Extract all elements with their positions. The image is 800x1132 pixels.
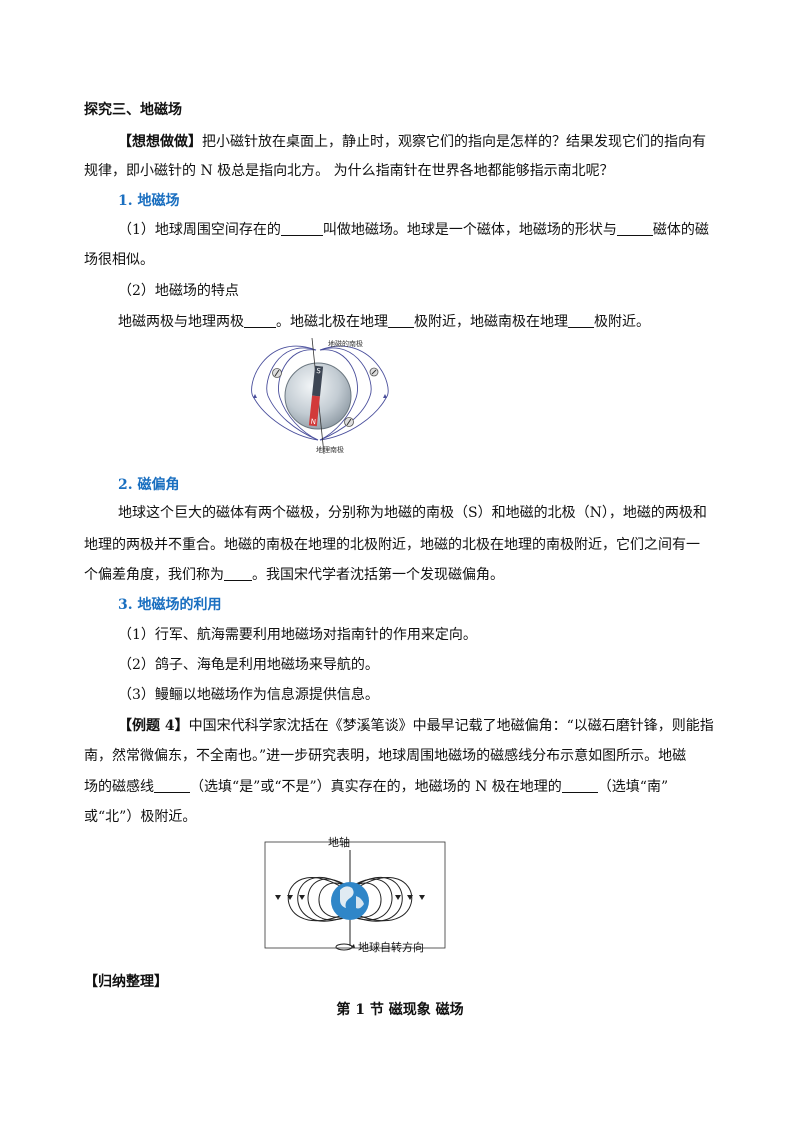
- summary-heading: 【归纳整理】: [84, 974, 168, 990]
- arrow-marks: [275, 895, 425, 900]
- p3: 地磁两极与地理两极 。地磁北极在地理 极附近，地磁南极在地理 极附近。: [118, 311, 758, 333]
- p4-line2: 地理的两极并不重合。地磁的南极在地理的北极附近，地磁的北极在地理的南极附近，它们…: [84, 537, 700, 553]
- blank-3: [244, 313, 276, 328]
- example-line4: 或“北”）极附近。: [84, 809, 197, 825]
- heading-uses: 3. 地磁场的利用: [118, 597, 222, 613]
- example-text-3a: 场的磁感线: [84, 779, 154, 795]
- blank-4: [388, 313, 414, 328]
- blank-7: [154, 778, 190, 793]
- use-item: （2）鸽子、海龟是利用地磁场来导航的。: [118, 657, 379, 673]
- p1-line1: （1）地球周围空间存在的 叫做地磁场。地球是一个磁体，地磁场的形状与 磁体的磁: [118, 219, 758, 241]
- p4-line1: 地球这个巨大的磁体有两个磁极，分别称为地磁的南极（S）和地磁的北极（N），地磁的…: [118, 505, 707, 521]
- bar-magnet-icon: S N: [308, 365, 324, 427]
- heading-geomagnetic-field: 1. 地磁场: [118, 193, 180, 209]
- blank-5: [568, 313, 594, 328]
- think-paragraph-line1: 【想想做做】把小磁针放在桌面上，静止时，观察它们的指向是怎样的？结果发现它们的指…: [118, 131, 758, 153]
- label-geographic-south: 地理南极: [316, 445, 344, 454]
- think-tag: 【想想做做】: [118, 134, 202, 150]
- blank-1: [280, 221, 323, 236]
- p1-line2: 场很相似。: [84, 252, 154, 268]
- use-item: （3）鳗鲡以地磁场作为信息源提供信息。: [118, 687, 379, 703]
- p2: （2）地磁场的特点: [118, 283, 239, 299]
- section-title: 探究三、地磁场: [84, 102, 182, 118]
- section-footer-title: 第 1 节 磁现象 磁场: [336, 1002, 464, 1018]
- example-text-3c: （选填“南”: [597, 779, 669, 795]
- p1-text-a: （1）地球周围空间存在的: [118, 222, 281, 238]
- field-lines: [251, 345, 389, 441]
- think-text-1: 把小磁针放在桌面上，静止时，观察它们的指向是怎样的？结果发现它们的指向有: [202, 134, 706, 150]
- label-geomagnetic-south: 地磁的南极: [328, 339, 363, 348]
- p3-text-d: 极附近。: [594, 314, 650, 330]
- blank-2: [616, 221, 653, 236]
- bar-n-label: N: [310, 418, 316, 427]
- p1-text-c: 磁体的磁: [652, 222, 709, 238]
- think-paragraph-line2: 规律，即小磁针的 N 极总是指向北方。 为什么指南针在世界各地都能够指示南北呢？: [84, 163, 614, 179]
- p3-text-c: 极附近，地磁南极在地理: [414, 314, 568, 330]
- label-rotation: 地球自转方向: [358, 940, 424, 954]
- bar-s-label: S: [316, 367, 322, 375]
- blank-6: [224, 566, 252, 581]
- example-text-3b: （选填“是”或“不是”）真实存在的，地磁场的 N 极在地理的: [190, 779, 562, 795]
- earth-field-lines-figure: 地轴 地球自转方向: [264, 835, 446, 954]
- rotation-icon: [335, 943, 353, 951]
- field-lines: [287, 877, 413, 922]
- example-text-1: 中国宋代科学家沈括在《梦溪笔谈》中最早记载了地磁偏角：“以磁石磨针锋，则能指: [188, 718, 714, 734]
- example-line1: 【例题 4】中国宋代科学家沈括在《梦溪笔谈》中最早记载了地磁偏角：“以磁石磨针锋…: [118, 715, 758, 737]
- blank-8: [561, 778, 598, 793]
- p4-text-a: 个偏差角度，我们称为: [84, 567, 224, 583]
- example-line2: 南，然常微偏东，不全南也。”进一步研究表明，地球周围地磁场的磁感线分布示意如图所…: [84, 748, 687, 764]
- p4-line3: 个偏差角度，我们称为 。我国宋代学者沈括第一个发现磁偏角。: [84, 564, 724, 586]
- p4-text-b: 。我国宋代学者沈括第一个发现磁偏角。: [252, 567, 504, 583]
- use-item: （1）行军、航海需要利用地磁场对指南针的作用来定向。: [118, 627, 477, 643]
- earth-magnet-figure: S N 地磁的南极 地理南极: [251, 337, 389, 455]
- example-line3: 场的磁感线 （选填“是”或“不是”）真实存在的，地磁场的 N 极在地理的 （选填“南…: [84, 776, 724, 798]
- example-tag: 【例题 4】: [118, 718, 189, 734]
- p3-text-b: 。地磁北极在地理: [276, 314, 388, 330]
- p1-text-b: 叫做地磁场。地球是一个磁体，地磁场的形状与: [322, 222, 617, 238]
- p3-text-a: 地磁两极与地理两极: [118, 314, 244, 330]
- heading-magnetic-declination: 2. 磁偏角: [118, 477, 180, 493]
- label-earth-axis: 地轴: [328, 835, 350, 849]
